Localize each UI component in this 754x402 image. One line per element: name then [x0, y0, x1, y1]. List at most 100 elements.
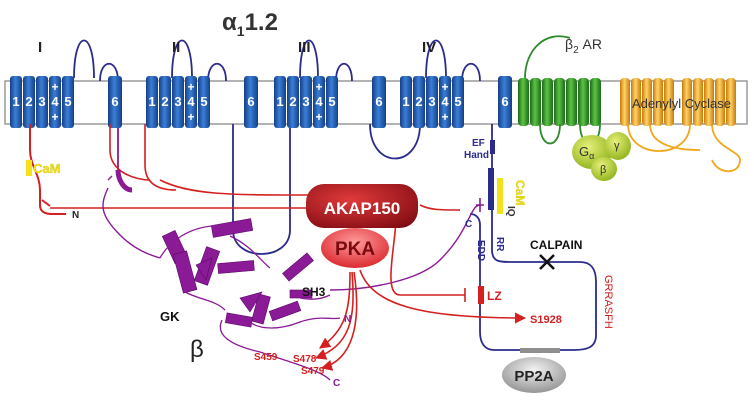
helix-d3-s1-label: 1	[276, 94, 283, 109]
helix-d3-s2-label: 2	[289, 94, 296, 109]
cyclase-helix-9	[715, 78, 725, 126]
helix-d2-s6	[244, 76, 258, 128]
ef-hand-block	[490, 140, 495, 154]
beta-subunit-structure	[161, 218, 314, 328]
helix-d2-s5-label: 5	[200, 94, 207, 109]
pka-ellipse	[321, 228, 389, 268]
s478-label: S478	[293, 354, 317, 365]
helix-d4-s6-label: 6	[501, 94, 508, 109]
domain-label-IV: IV	[422, 39, 436, 56]
g-alpha-label: Gα	[579, 144, 594, 161]
cyclase-helix-5	[664, 78, 674, 126]
beta-n-label: N	[344, 314, 351, 325]
helix-d1-s4	[49, 76, 61, 128]
ef-hand-label-2: Hand	[464, 150, 489, 161]
helix-d3-s4-label: 4	[315, 94, 323, 109]
helix-d2-s1	[146, 76, 158, 128]
calpain-cleavage-cross	[539, 254, 555, 270]
helix-d3-s4-plus-bottom: +	[315, 110, 322, 124]
helix-d3-s5-label: 5	[328, 94, 335, 109]
helix-d2-s2	[159, 76, 171, 128]
helix-d1-s3	[36, 76, 48, 128]
cam-left-block	[26, 160, 32, 176]
domain-label-I: I	[38, 39, 42, 56]
n-terminus-region: CaM N	[26, 124, 79, 221]
b2ar-helix-3	[542, 78, 553, 126]
g-beta-label: β	[600, 164, 606, 176]
cam-left-label: CaM	[33, 161, 60, 176]
helix-d3-s5	[326, 76, 338, 128]
helix-d2-s4-plus-bottom: +	[187, 110, 194, 124]
helix-d4-s1	[400, 76, 412, 128]
beta-subunit-label: β	[190, 336, 204, 363]
g-gamma-label: γ	[614, 140, 620, 152]
helix-d3-s4	[313, 76, 325, 128]
helix-d4-s5	[452, 76, 464, 128]
helix-d1-s4-plus-bottom: +	[51, 110, 58, 124]
helix-d3-s6	[372, 76, 386, 128]
gk-label: GK	[160, 309, 180, 324]
akap-tether-lines	[50, 124, 461, 211]
helix-d1-s1-label: 1	[12, 94, 19, 109]
cam-right-block	[488, 168, 494, 210]
helix-d3-s3-label: 3	[302, 94, 309, 109]
helix-d4-s4-plus-top: +	[441, 80, 448, 94]
helix-d1-s2	[23, 76, 35, 128]
helix-d1-s1	[10, 76, 22, 128]
domain-label-II: II	[172, 39, 180, 56]
helix-d1-s3-label: 3	[38, 94, 45, 109]
beta-c-label: C	[333, 378, 340, 389]
adenylyl-cyclase: Adenylyl Cyclase	[620, 78, 741, 173]
helix-d4-s2-label: 2	[415, 94, 422, 109]
helix-d3-s4-plus-top: +	[315, 80, 322, 94]
lz-label: LZ	[487, 289, 502, 303]
pp2a-label: PP2A	[514, 368, 553, 385]
helix-d4-s2	[413, 76, 425, 128]
s459-label: S459	[254, 352, 278, 363]
helix-d4-s3	[426, 76, 438, 128]
channel-title: α11.2	[222, 9, 278, 39]
helix-d2-s1-label: 1	[148, 94, 155, 109]
lz-block	[478, 286, 484, 304]
pka-phosphorylation-arrows	[314, 269, 527, 371]
cyclase-helix-8	[704, 78, 714, 126]
cyclase-helix-2	[631, 78, 641, 126]
b2ar-helix-6	[578, 78, 589, 126]
helix-d1-s4-label: 4	[51, 94, 59, 109]
helix-d1-s2-label: 2	[25, 94, 32, 109]
b2ar-helix-7	[590, 78, 601, 126]
helix-d2-s3-label: 3	[174, 94, 181, 109]
cyclase-helix-6	[682, 78, 692, 126]
n-terminus-label: N	[72, 210, 79, 221]
helix-d1-s5	[62, 76, 74, 128]
helix-d2-s6-label: 6	[247, 94, 254, 109]
pka-label: PKA	[335, 239, 375, 260]
helix-d3-s3	[300, 76, 312, 128]
helix-d4-s6	[498, 76, 512, 128]
helix-d1-s4-plus-top: +	[51, 80, 58, 94]
edd-label: EDD	[475, 240, 486, 261]
beta2-adrenergic-receptor: β2 AR	[518, 35, 602, 145]
helix-d3-s2	[287, 76, 299, 128]
helix-d1-s6	[108, 76, 122, 128]
helix-d4-s3-label: 3	[428, 94, 435, 109]
pp2a-ellipse	[502, 357, 566, 393]
cam-right-label: CaM	[513, 180, 527, 205]
grrasfh-label: GRRASFH	[602, 275, 614, 329]
helix-d2-s4-plus-top: +	[187, 80, 194, 94]
helix-d1-s6-label: 6	[111, 94, 118, 109]
b2ar-helix-2	[530, 78, 541, 126]
b2ar-helix-5	[566, 78, 577, 126]
helix-d4-s4	[439, 76, 451, 128]
helix-d3-s1	[274, 76, 286, 128]
beta-tether-lines	[102, 175, 481, 291]
akap150-label: AKAP150	[324, 199, 401, 218]
g-protein: Gα γ β	[572, 132, 631, 181]
akap150-box	[306, 184, 418, 228]
cam-right-yellow	[497, 178, 503, 214]
s479-label: S479	[301, 366, 325, 377]
rr-label: RR	[494, 237, 505, 252]
calpain-label: CALPAIN	[530, 238, 582, 252]
